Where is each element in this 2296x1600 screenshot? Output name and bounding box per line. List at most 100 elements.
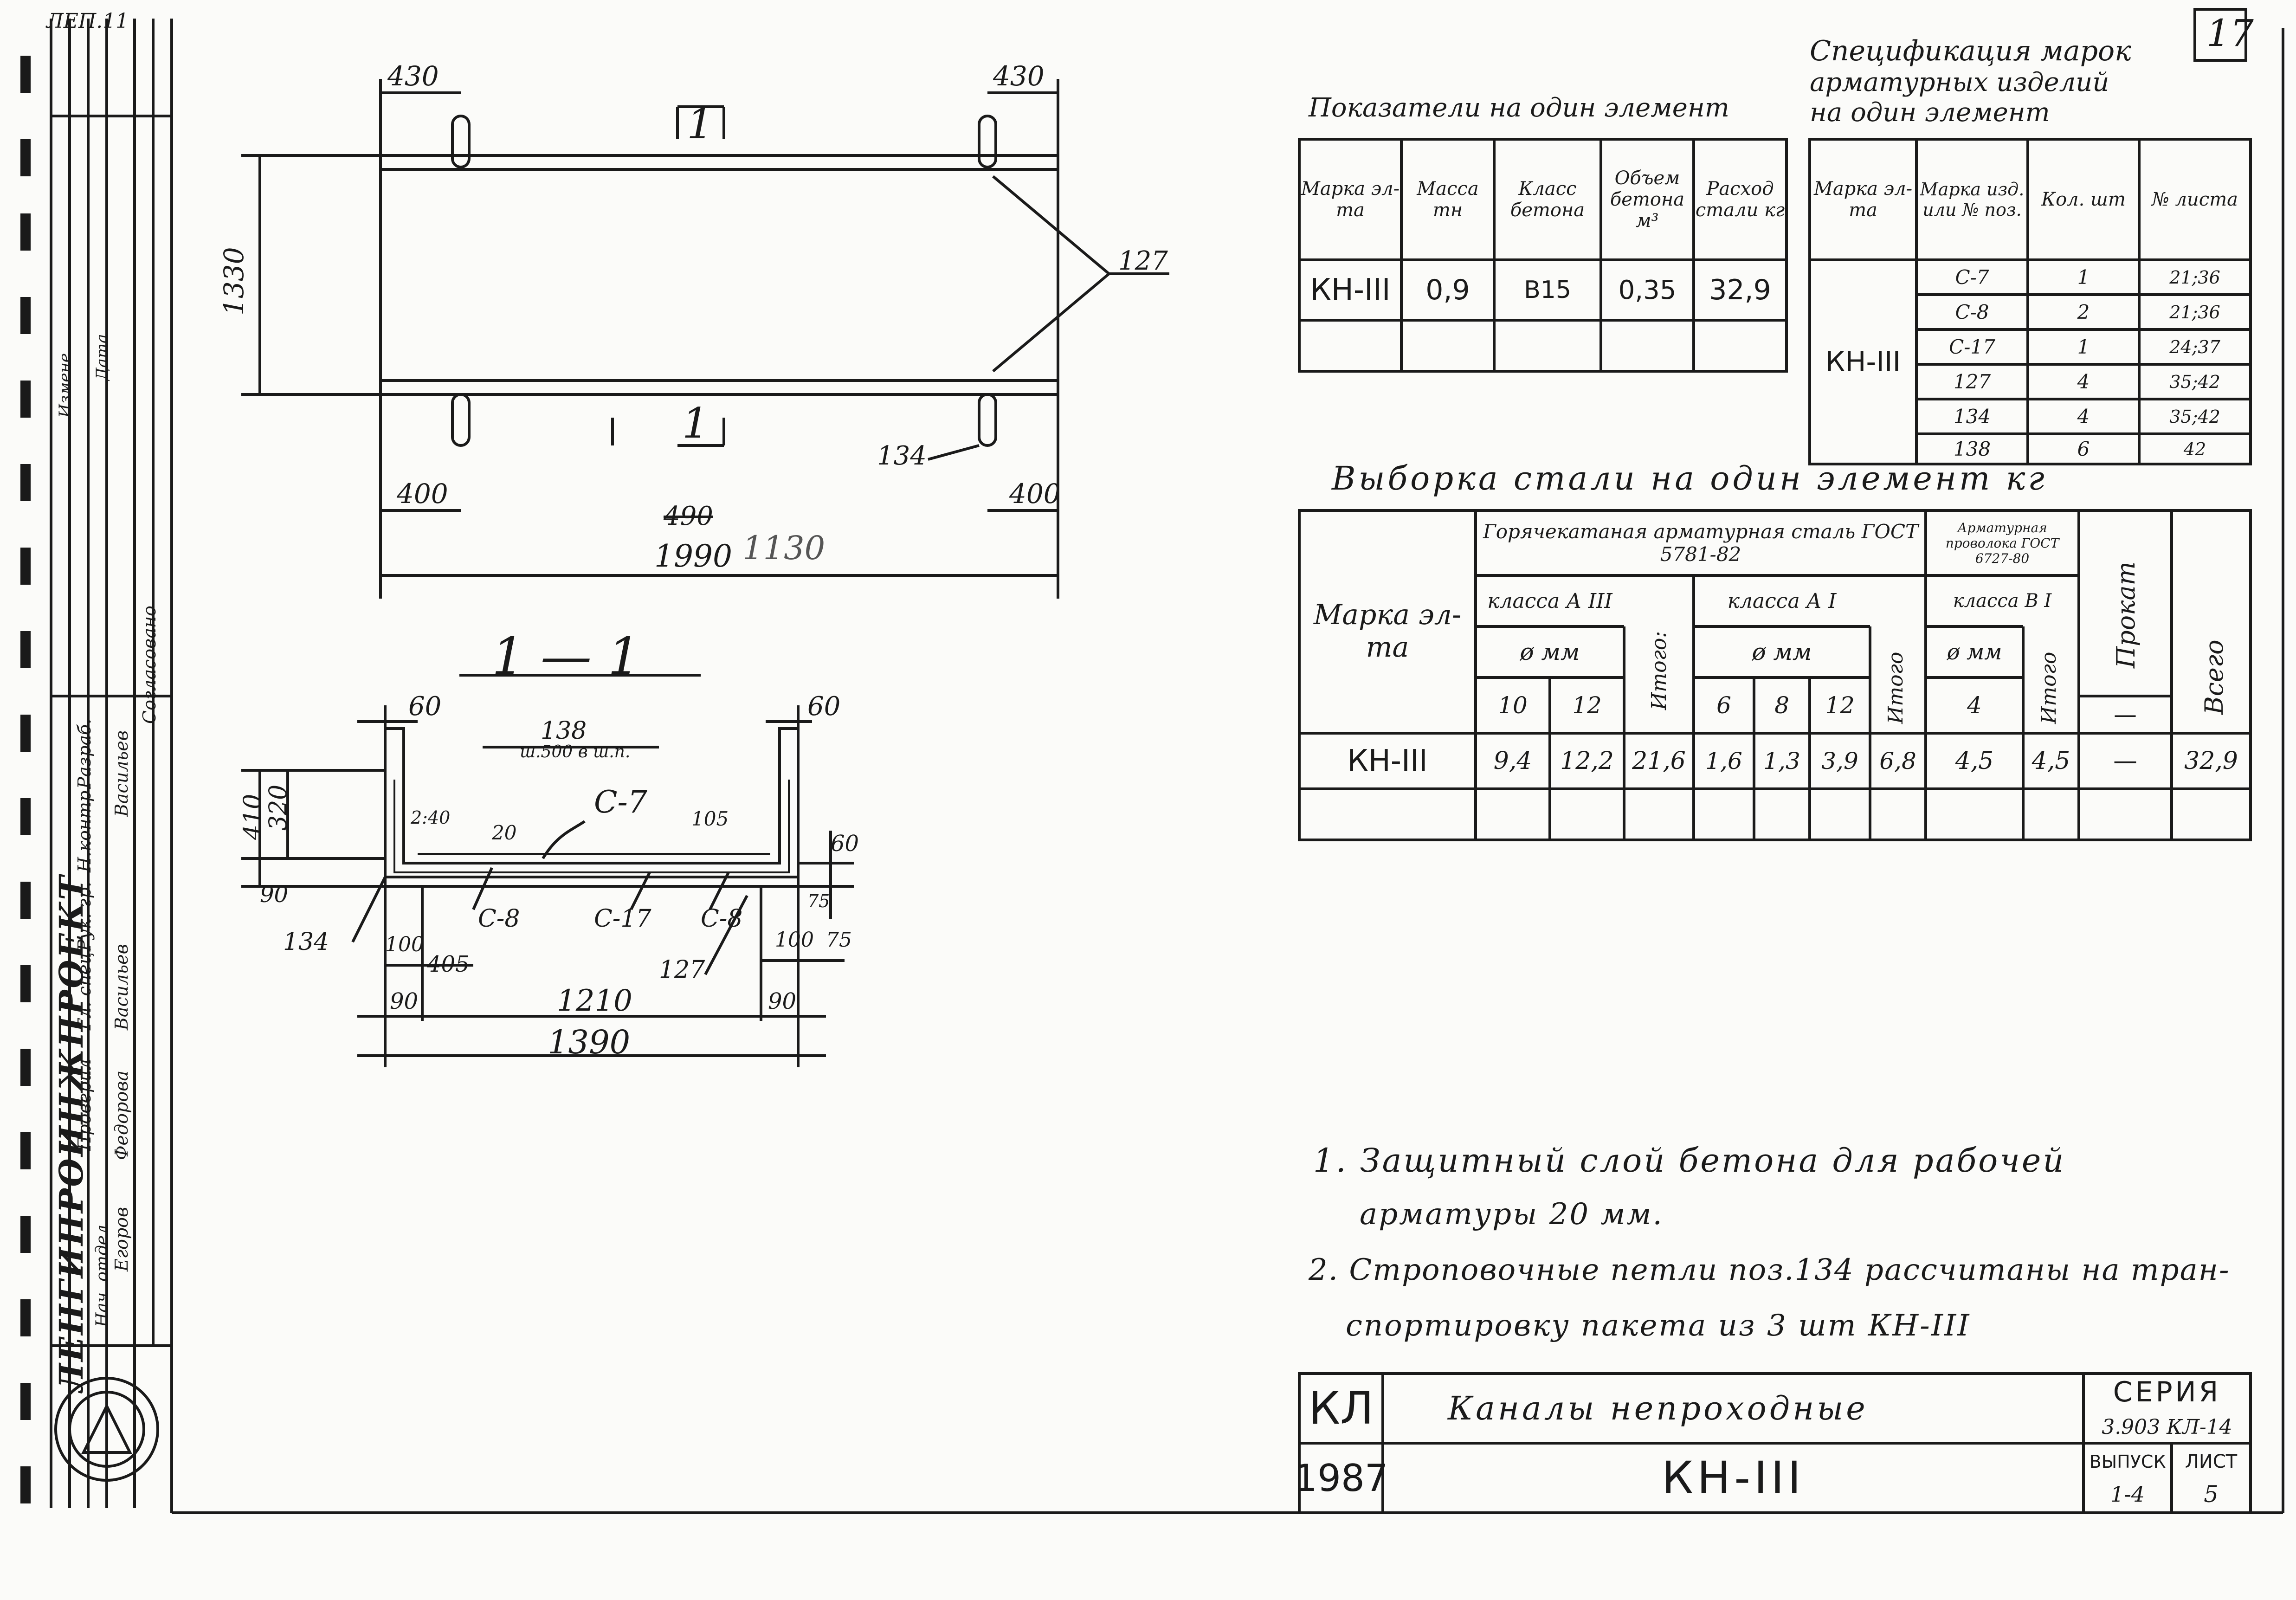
sec-dim-top-label: 138 (541, 717, 587, 745)
steel-row-a3-10: 9,4 (1493, 747, 1532, 775)
sec-dim-bottom-right: 90 (768, 988, 797, 1014)
spec-row-2-sheet: 21;36 (2169, 302, 2220, 323)
section-title: 1 — 1 (492, 626, 640, 686)
steel-row-prokat: — (2113, 747, 2137, 775)
stamp-top: ЛЕП.11 (46, 9, 129, 33)
spec-row-5-sheet: 35;42 (2169, 406, 2220, 427)
steel-d-10: 10 (1498, 692, 1528, 719)
spec-row-5-qty: 4 (2077, 405, 2090, 428)
tb-sheet: 5 (2204, 1481, 2219, 1508)
strip-change-2: Дата (93, 334, 111, 381)
tb-sheet-label: ЛИСТ (2185, 1451, 2238, 1472)
dim-right-bottom: 400 (1009, 478, 1061, 510)
dim-left-top: 430 (387, 60, 439, 92)
strip-name-1: Васильев (111, 944, 132, 1030)
spec-mark: КН-III (1825, 346, 1901, 378)
sec-dim-mid: 20 (492, 821, 517, 844)
spec-row-3-item: С-17 (1949, 335, 1995, 358)
tb-name: Каналы непроходные (1448, 1389, 1868, 1427)
tb-series-label: СЕРИЯ (2113, 1376, 2221, 1408)
sec-dim-br-75: 75 (826, 928, 852, 952)
strip-role-2: Рук. гр. (74, 881, 95, 951)
tb-issue-label: ВЫПУСК (2089, 1452, 2166, 1472)
ind-val-steel: 32,9 (1709, 274, 1771, 306)
ind-val-class: В15 (1524, 276, 1571, 304)
steel-row-a1-6: 1,6 (1705, 748, 1742, 774)
sec-dim-left-top: 60 (408, 691, 442, 722)
note-1-cont: арматуры 20 мм. (1360, 1197, 1664, 1232)
callout-c17: С-17 (594, 905, 651, 933)
steel-h-itogo-a1: Итого (1884, 652, 1908, 724)
tb-year: 1987 (1294, 1456, 1388, 1500)
dim-right-top: 430 (993, 60, 1045, 92)
spec-row-2-qty: 2 (2077, 301, 2090, 323)
spec-row-6-qty: 6 (2077, 438, 2090, 460)
spec-title-1: Спецификация марок (1810, 35, 2131, 67)
steel-h-dmm-a1: ø мм (1752, 639, 1812, 665)
tb-code: КЛ (1308, 1382, 1374, 1434)
spec-h-mark: Марка эл-та (1813, 178, 1913, 221)
steel-row-a1-12: 3,9 (1821, 748, 1858, 774)
spec-row-4-qty: 4 (2077, 370, 2090, 393)
spec-h-item: Марка изд. или № поз. (1920, 179, 2025, 220)
ind-h-mass: Масса тн (1417, 178, 1479, 221)
sec-dim-bottom-left: 90 (390, 988, 419, 1014)
dim-overall: 1990 (654, 538, 732, 574)
ind-val-mark: КН-III (1310, 273, 1391, 307)
pos-134-label: 134 (877, 441, 927, 471)
sec-dim-h-base: 90 (260, 882, 289, 908)
ind-h-volume: Объем бетона м³ (1610, 168, 1685, 232)
steel-d-8: 8 (1774, 692, 1789, 719)
sec-dim-bl-100: 100 (385, 933, 424, 956)
ind-h-mark: Марка эл-та (1301, 178, 1400, 221)
strip-role-1: Гл. спец. (74, 946, 95, 1030)
steel-h-wire: Арматурная проволока ГОСТ 6727-80 (1945, 520, 2059, 566)
strip-name-4: Егоров (111, 1206, 132, 1271)
indicators-title: Показатели на один элемент (1309, 93, 1729, 123)
sec-dim-h-total: 410 (239, 794, 267, 840)
dim-overall-alt: 1130 (742, 529, 826, 567)
note-2-cont: спортировку пакета из 3 шт КН-III (1346, 1309, 1971, 1343)
steel-row-a3-total: 21,6 (1632, 747, 1686, 775)
callout-c8-right: С-8 (701, 905, 743, 933)
strip-name-3: Федорова (111, 1071, 132, 1160)
strip-role-6: Нач. отдел (93, 1225, 112, 1327)
spec-h-sheet: № листа (2152, 189, 2238, 210)
spec-row-1-qty: 1 (2077, 266, 2090, 289)
spec-h-qty: Кол. шт (2041, 189, 2126, 210)
sec-dim-bottom-inner: 1210 (557, 984, 632, 1018)
sec-dim-bl-405: 405 (427, 951, 470, 977)
steel-row-a3-12: 12,2 (1560, 747, 1614, 775)
ind-h-class: Класс бетона (1510, 178, 1585, 221)
spec-row-3-qty: 1 (2077, 335, 2090, 358)
callout-134: 134 (283, 928, 329, 956)
strip-role-5: Проверил (74, 1059, 95, 1151)
steel-h-a1: класса А I (1727, 589, 1837, 613)
steel-row-a1-total: 6,8 (1879, 748, 1916, 774)
strip-approved: Согласовано (139, 606, 160, 724)
spec-row-4-item: 127 (1953, 370, 1991, 393)
spec-row-6-item: 138 (1953, 438, 1991, 460)
spec-row-1-sheet: 21;36 (2169, 267, 2220, 288)
steel-h-dmm-b1: ø мм (1947, 639, 2002, 665)
steel-d-4: 4 (1967, 692, 1982, 719)
steel-row-mark: КН-III (1347, 744, 1428, 778)
strip-role-4: Разраб. (74, 718, 95, 789)
dim-left-bottom: 400 (397, 478, 448, 510)
callout-c7: С-7 (594, 784, 647, 820)
spec-row-2-item: С-8 (1955, 301, 1989, 323)
section-marker-bottom: 1 (682, 399, 709, 448)
sec-dim-right-top: 60 (807, 691, 841, 722)
steel-h-b1: класса В I (1953, 590, 2052, 612)
ind-val-volume: 0,35 (1618, 275, 1677, 305)
note-1: 1. Защитный слой бетона для рабочей (1313, 1142, 2066, 1180)
sec-dim-mid2: 105 (691, 807, 729, 830)
steel-h-dmm-a3: ø мм (1520, 639, 1580, 665)
sec-dim-bottom-total: 1390 (548, 1023, 631, 1061)
steel-row-b1-4: 4,5 (1955, 747, 1994, 775)
steel-h-hot: Горячекатаная арматурная сталь ГОСТ 5781… (1483, 520, 1919, 566)
steel-title: Выборка стали на один элемент кг (1332, 459, 2047, 497)
tb-element: КН-III (1662, 1452, 1805, 1504)
spec-row-4-sheet: 35;42 (2169, 371, 2220, 392)
